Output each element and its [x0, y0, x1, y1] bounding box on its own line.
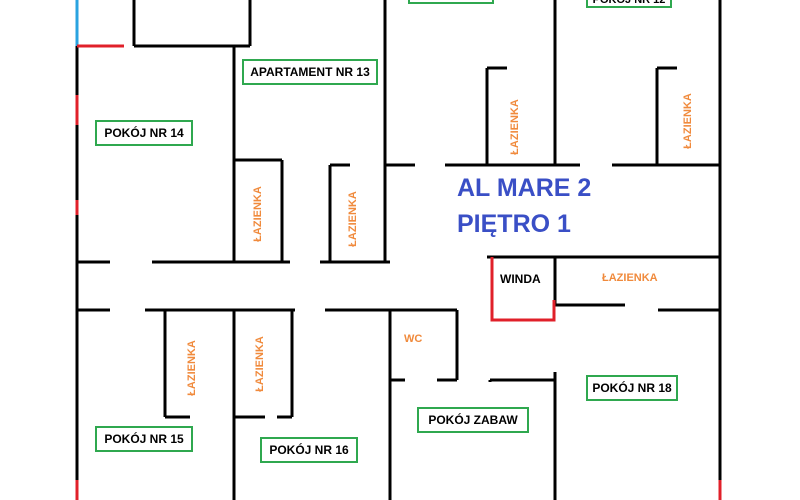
bathroom-label-top-right: ŁAZIENKA — [682, 93, 694, 149]
floor-title-line1: AL MARE 2 — [457, 174, 592, 202]
room-label-pokoj-15: POKÓJ NR 15 — [95, 426, 193, 452]
elevator-label: WINDA — [500, 272, 541, 286]
room-label-pokoj-18: POKÓJ NR 18 — [586, 375, 678, 401]
bathroom-label-15: ŁAZIENKA — [186, 340, 198, 396]
bathroom-label-14: ŁAZIENKA — [252, 186, 264, 242]
door-markers — [75, 0, 722, 500]
wc-label: WC — [404, 333, 423, 345]
bathroom-label-13: ŁAZIENKA — [347, 191, 359, 247]
room-label-top-partial — [408, 0, 494, 4]
room-label-pokoj-zabaw: POKÓJ ZABAW — [417, 407, 529, 433]
bathroom-label-right: ŁAZIENKA — [602, 272, 658, 284]
bathroom-label-16: ŁAZIENKA — [254, 336, 266, 392]
room-label-pokoj-16: POKÓJ NR 16 — [260, 437, 358, 463]
room-label-apartament-13: APARTAMENT NR 13 — [242, 59, 378, 85]
walls — [75, 0, 722, 500]
bathroom-label-top-mid: ŁAZIENKA — [509, 99, 521, 155]
floor-title-line2: PIĘTRO 1 — [457, 210, 571, 238]
room-label-pokoj-12: POKÓJ NR 12 — [586, 0, 672, 8]
room-label-pokoj-14: POKÓJ NR 14 — [95, 120, 193, 146]
